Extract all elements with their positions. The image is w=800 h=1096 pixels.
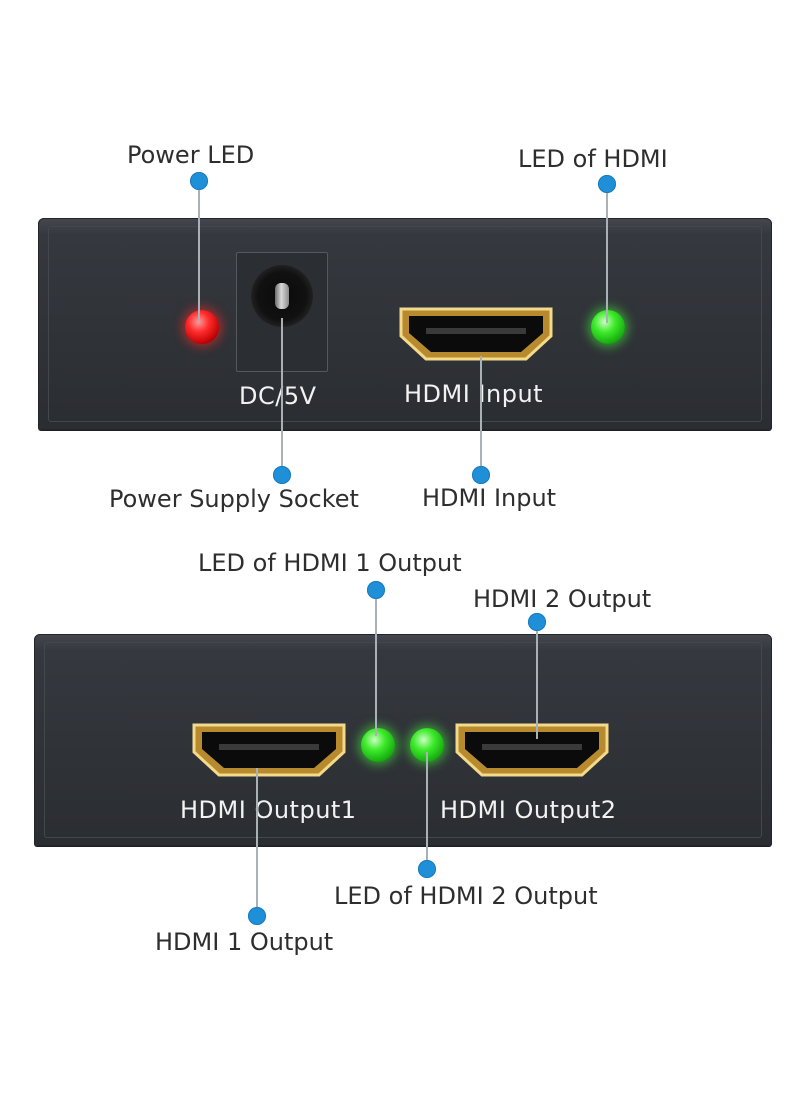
hdmi-port-icon [455, 723, 609, 777]
hdmi-output1-port [191, 722, 347, 778]
hdmi-port-icon [192, 723, 346, 777]
hdmi-output2-label: HDMI Output2 [440, 796, 617, 824]
callout-line [606, 185, 608, 323]
callout-led-hdmi1-output: LED of HDMI 1 Output [198, 549, 462, 577]
panel-bevel [44, 642, 762, 838]
dc-label: DC/5V [239, 382, 317, 410]
hdmi-port-icon [399, 307, 553, 361]
callout-power-supply-socket: Power Supply Socket [109, 485, 359, 513]
callout-dot [248, 907, 266, 925]
callout-dot [367, 581, 385, 599]
callout-dot [598, 175, 616, 193]
callout-led-hdmi2-output: LED of HDMI 2 Output [334, 882, 598, 910]
hdmi-status-led [591, 310, 625, 344]
panel-bevel [48, 226, 762, 422]
callout-line [536, 627, 538, 739]
callout-hdmi1-output: HDMI 1 Output [155, 928, 334, 956]
dc-pin [275, 283, 289, 309]
callout-line [375, 594, 377, 736]
callout-line [281, 318, 283, 474]
callout-hdmi2-output: HDMI 2 Output [473, 585, 652, 613]
callout-line [256, 768, 258, 918]
power-led [185, 310, 219, 344]
hdmi-output1-label: HDMI Output1 [180, 796, 357, 824]
callout-line [480, 356, 482, 474]
callout-dot [190, 172, 208, 190]
callout-hdmi-input: HDMI Input [422, 484, 557, 512]
callout-power-led: Power LED [127, 141, 255, 169]
callout-dot [528, 613, 546, 631]
callout-dot [273, 466, 291, 484]
output-side-panel [34, 634, 772, 846]
callout-dot [418, 860, 436, 878]
hdmi-input-label: HDMI Input [404, 380, 544, 408]
callout-dot [472, 466, 490, 484]
hdmi1-output-led [361, 728, 395, 762]
hdmi-output2-port [454, 722, 610, 778]
callout-line [198, 182, 200, 322]
callout-led-of-hdmi: LED of HDMI [518, 145, 668, 173]
callout-line [426, 752, 428, 870]
hdmi-input-port [398, 306, 554, 362]
